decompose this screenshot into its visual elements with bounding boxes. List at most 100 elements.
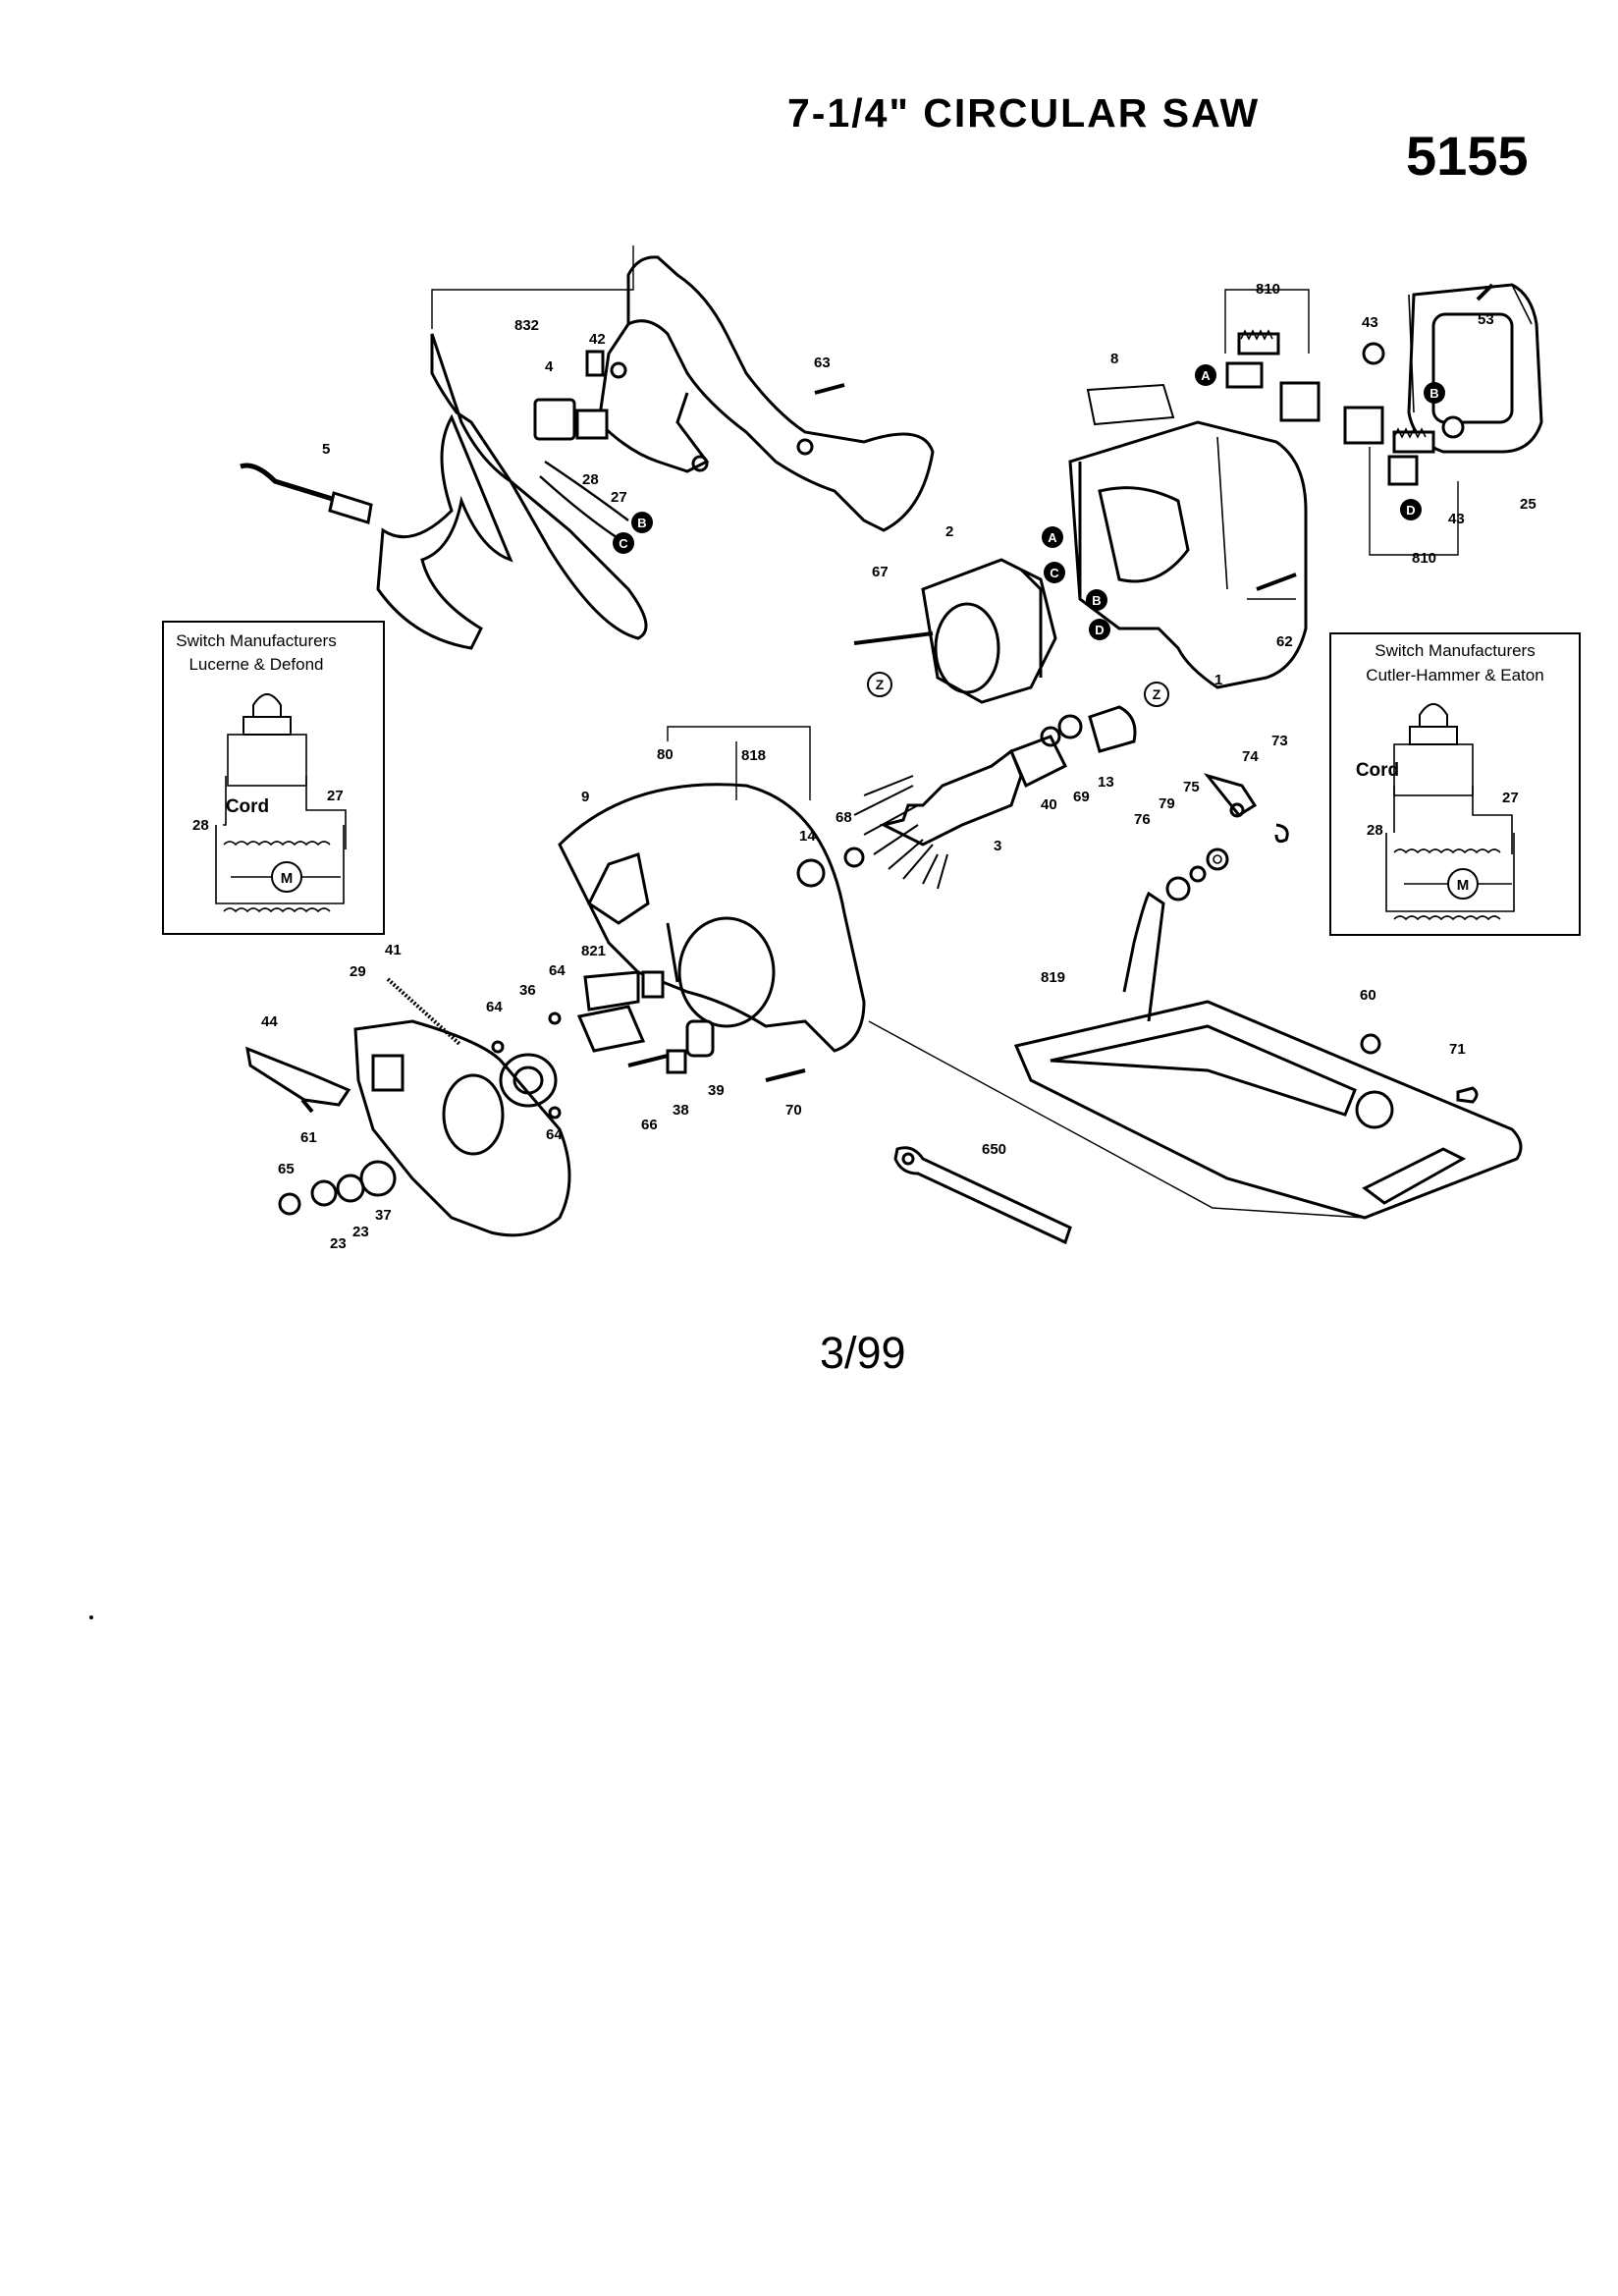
brush-holder-top xyxy=(1224,289,1321,422)
part-label: 65 xyxy=(278,1161,295,1177)
left-cord-label: Cord xyxy=(226,796,269,817)
part-label: 8 xyxy=(1110,351,1118,367)
part-label: 80 xyxy=(657,746,674,763)
svg-text:B: B xyxy=(1429,386,1438,401)
part-label: 36 xyxy=(519,982,536,999)
right-label-27: 27 xyxy=(1502,790,1519,806)
part-label: 64 xyxy=(486,999,503,1015)
part-label: 25 xyxy=(1520,496,1537,513)
part-label: 61 xyxy=(300,1129,317,1146)
part-label: 73 xyxy=(1271,733,1288,749)
part-label: 60 xyxy=(1360,987,1376,1004)
part-label: 821 xyxy=(581,943,606,959)
part-label: 43 xyxy=(1448,511,1465,527)
part-label: 5 xyxy=(322,441,330,458)
connector-c-stator: C xyxy=(1044,562,1065,583)
connector-d-brush: D xyxy=(1400,499,1422,520)
handle-assembly xyxy=(376,246,935,650)
part-label: 2 xyxy=(945,523,953,540)
motor-housing xyxy=(1068,420,1308,689)
svg-text:Z: Z xyxy=(876,677,885,692)
part-label: 810 xyxy=(1256,281,1280,298)
part-label: 76 xyxy=(1134,811,1151,828)
part-label: 66 xyxy=(641,1117,658,1133)
part-label: 832 xyxy=(514,317,539,334)
part-label: 69 xyxy=(1073,789,1090,805)
right-switch-icon xyxy=(1393,703,1474,796)
svg-text:B: B xyxy=(637,516,646,530)
part-label: 9 xyxy=(581,789,589,805)
right-box-title-line2: Cutler-Hammer & Eaton xyxy=(1366,666,1543,684)
part-label: 27 xyxy=(611,489,627,506)
left-label-27: 27 xyxy=(327,788,344,804)
blade-wrench xyxy=(893,1146,1072,1245)
part-label: 67 xyxy=(872,564,889,580)
right-box-frame xyxy=(1329,632,1581,936)
switch-part xyxy=(533,350,629,547)
svg-text:A: A xyxy=(1201,368,1211,383)
left-box-title-line1: Switch Manufacturers xyxy=(176,631,336,650)
part-label: 79 xyxy=(1159,795,1175,812)
part-label: 650 xyxy=(982,1141,1006,1158)
page-title: 7-1/4" CIRCULAR SAW xyxy=(787,90,1261,136)
power-cord xyxy=(240,463,373,524)
part-label: 23 xyxy=(330,1235,347,1252)
left-motor-label: M xyxy=(281,870,294,887)
part-label: 818 xyxy=(741,747,766,764)
part-label: 70 xyxy=(785,1102,802,1119)
left-wiring-box: Switch Manufacturers Lucerne & Defond Co… xyxy=(162,621,385,935)
left-label-28: 28 xyxy=(192,817,209,834)
right-cord-label: Cord xyxy=(1356,760,1399,781)
connector-d-stator: D xyxy=(1089,619,1110,640)
part-label: 810 xyxy=(1412,550,1436,567)
part-label: 3 xyxy=(994,838,1001,854)
svg-text:D: D xyxy=(1095,623,1104,637)
part-label: 37 xyxy=(375,1207,392,1224)
part-label: 64 xyxy=(549,962,566,979)
part-label: 75 xyxy=(1183,779,1200,795)
brush-holder-bottom xyxy=(1343,406,1459,556)
part-label: 42 xyxy=(589,331,606,348)
svg-text:A: A xyxy=(1048,530,1057,545)
part-label: 819 xyxy=(1041,969,1065,986)
part-label: 38 xyxy=(673,1102,689,1119)
part-label: 40 xyxy=(1041,796,1057,813)
left-switch-icon xyxy=(227,693,307,787)
part-label: 39 xyxy=(708,1082,725,1099)
right-motor-label: M xyxy=(1457,877,1470,894)
svg-text:Z: Z xyxy=(1153,686,1161,702)
right-box-title-line1: Switch Manufacturers xyxy=(1375,641,1535,660)
upper-blade-guard xyxy=(558,783,866,1053)
connector-a-stator: A xyxy=(1042,526,1063,548)
part-label: 74 xyxy=(1242,748,1259,765)
part-label: 23 xyxy=(352,1224,369,1240)
base-plate xyxy=(1013,891,1523,1220)
connector-c-handle: C xyxy=(613,532,634,554)
svg-text:C: C xyxy=(1050,566,1059,580)
svg-text:C: C xyxy=(619,536,628,551)
field-stator xyxy=(921,558,1057,704)
part-label: 1 xyxy=(1214,672,1222,688)
spindle-assembly xyxy=(499,970,715,1108)
part-label: 44 xyxy=(261,1013,278,1030)
connector-b-handle: B xyxy=(631,512,653,533)
connector-a-top: A xyxy=(1195,364,1216,386)
part-label: 14 xyxy=(799,828,816,845)
lower-blade-guard xyxy=(353,1019,571,1237)
connector-b-brush: B xyxy=(1424,382,1445,404)
model-number: 5155 xyxy=(1406,125,1529,187)
connector-b-stator: B xyxy=(1086,589,1107,611)
revision-date: 3/99 xyxy=(820,1328,906,1378)
part-label: 29 xyxy=(350,963,366,980)
end-cap xyxy=(1407,283,1543,454)
part-label: 43 xyxy=(1362,314,1378,331)
part-label: 63 xyxy=(814,355,831,371)
part-label: 28 xyxy=(582,471,599,488)
right-label-28: 28 xyxy=(1367,822,1383,839)
part-label: 41 xyxy=(385,942,402,958)
part-label: 71 xyxy=(1449,1041,1466,1058)
part-label: 62 xyxy=(1276,633,1293,650)
part-label: 13 xyxy=(1098,774,1114,791)
part-label: 53 xyxy=(1478,311,1494,328)
